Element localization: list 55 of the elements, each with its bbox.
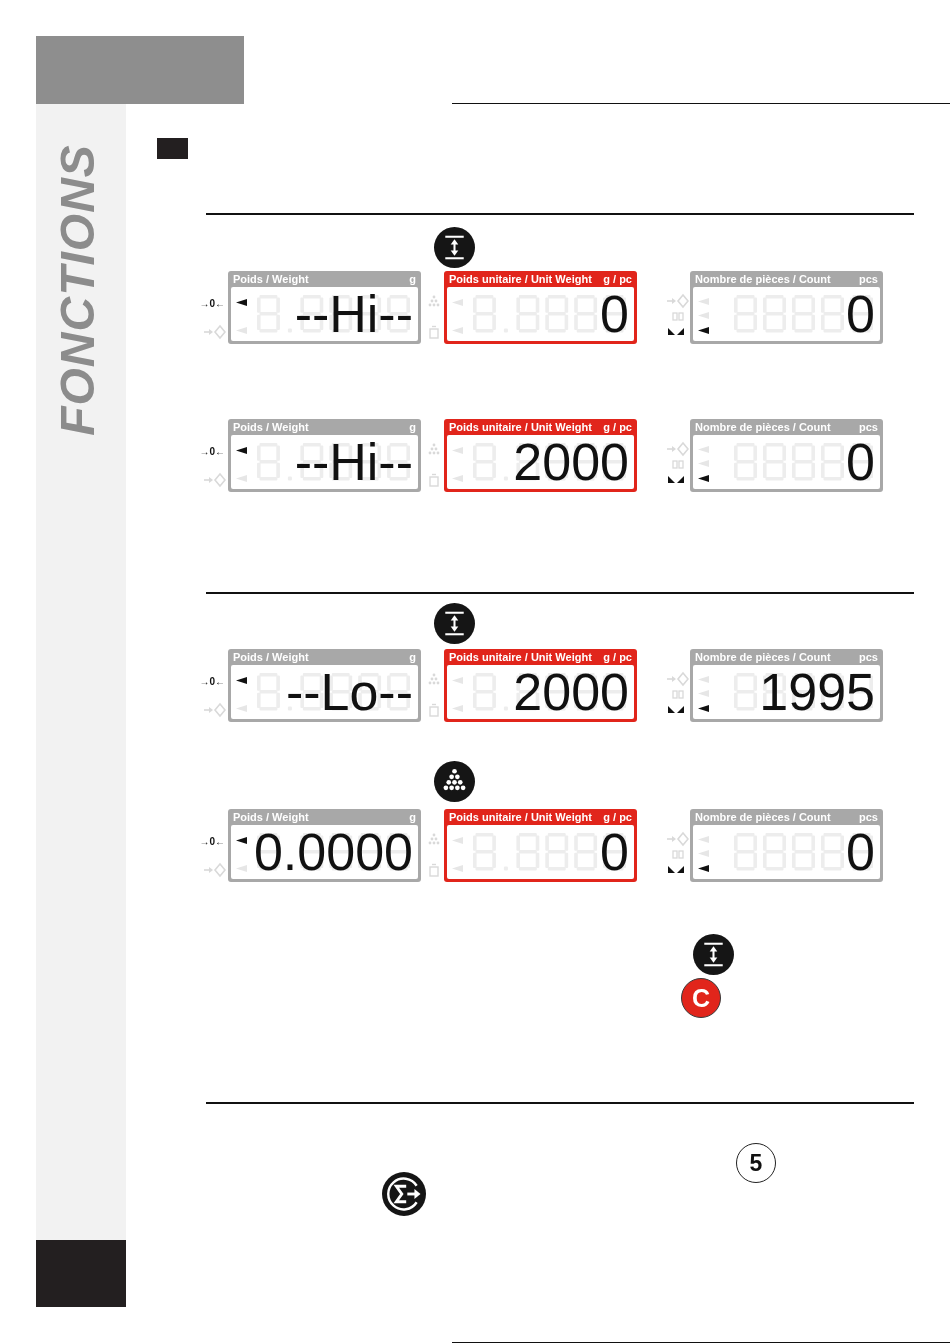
number-key: 5	[736, 1143, 776, 1183]
display-title: Poids / Weight	[233, 420, 309, 434]
unit-label: pcs	[859, 420, 878, 434]
display-title: Poids / Weight	[233, 650, 309, 664]
lcd-display-panel	[444, 649, 637, 722]
unit-label: g / pc	[603, 650, 632, 664]
lcd-display-panel	[228, 649, 421, 722]
display-title: Poids unitaire / Unit Weight	[449, 650, 592, 664]
lcd-reading: 0	[846, 825, 875, 879]
lcd-reading: 0	[846, 435, 875, 489]
zero-indicator: →0←	[199, 836, 225, 847]
display-title: Nombre de pièces / Count	[695, 650, 831, 664]
unit-label: g	[409, 420, 416, 434]
display-title: Poids unitaire / Unit Weight	[449, 810, 592, 824]
lcd-display-panel	[228, 809, 421, 882]
lcd-display-panel	[444, 419, 637, 492]
lcd-reading: --Hi--	[294, 287, 413, 341]
zero-indicator: →0←	[199, 676, 225, 687]
display-title: Nombre de pièces / Count	[695, 272, 831, 286]
display-title: Poids unitaire / Unit Weight	[449, 420, 592, 434]
unit-label: g / pc	[603, 272, 632, 286]
lcd-reading: 2000	[513, 435, 629, 489]
lcd-reading: 0	[600, 287, 629, 341]
display-title: Nombre de pièces / Count	[695, 420, 831, 434]
lcd-reading: 0.0000	[253, 825, 413, 879]
display-title: Nombre de pièces / Count	[695, 810, 831, 824]
lcd-reading: 0	[846, 287, 875, 341]
lcd-reading: 2000	[513, 665, 629, 719]
zero-indicator: →0←	[199, 298, 225, 309]
lcd-reading: --Lo--	[285, 665, 413, 719]
section-title: FONCTIONS	[54, 144, 102, 436]
unit-label: g / pc	[603, 810, 632, 824]
lcd-reading: 1995	[759, 665, 875, 719]
display-title: Poids unitaire / Unit Weight	[449, 272, 592, 286]
lcd-display-panel	[228, 419, 421, 492]
zero-indicator: →0←	[199, 446, 225, 457]
unit-label: g	[409, 650, 416, 664]
unit-label: pcs	[859, 272, 878, 286]
lcd-reading: --Hi--	[294, 435, 413, 489]
lcd-display-panel	[444, 271, 637, 344]
display-title: Poids / Weight	[233, 272, 309, 286]
lcd-display-panel	[690, 419, 883, 492]
lcd-reading: 0	[600, 825, 629, 879]
unit-label: pcs	[859, 650, 878, 664]
lcd-display-panel	[690, 809, 883, 882]
lcd-display-panel	[228, 271, 421, 344]
lcd-display-panel	[690, 271, 883, 344]
lcd-display-panel	[690, 649, 883, 722]
clear-key: C	[681, 978, 721, 1018]
unit-label: g	[409, 810, 416, 824]
lcd-display-panel	[444, 809, 637, 882]
unit-label: g / pc	[603, 420, 632, 434]
unit-label: pcs	[859, 810, 878, 824]
unit-label: g	[409, 272, 416, 286]
display-title: Poids / Weight	[233, 810, 309, 824]
